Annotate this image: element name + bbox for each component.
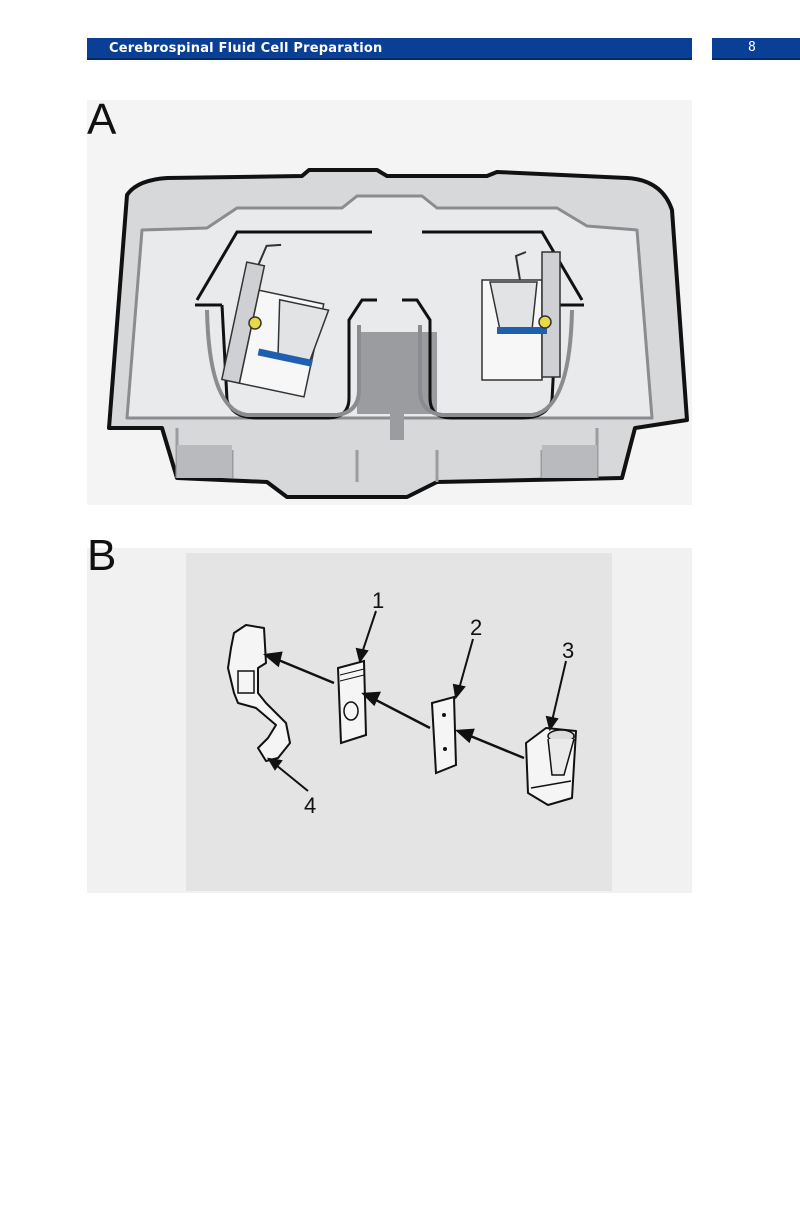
part-cytofunnel-3-cone xyxy=(547,738,575,776)
right-bucket-gray-wall xyxy=(418,309,574,417)
leader-3-head xyxy=(545,715,559,732)
assembly-arrows xyxy=(263,651,525,760)
left-filter-card-blue xyxy=(257,348,313,367)
rotor-bottom-shadow-right xyxy=(542,445,597,478)
leader-1-head xyxy=(355,647,369,664)
rotor-central-hub xyxy=(357,332,437,414)
leader-4-head xyxy=(267,757,283,771)
part-filter-card-2-hole-bottom xyxy=(443,747,447,751)
leader-2-head xyxy=(452,683,466,700)
callout-3: 3 xyxy=(562,638,574,663)
callout-2: 2 xyxy=(470,615,482,640)
panel-a-letter: A xyxy=(87,95,117,144)
callout-1: 1 xyxy=(372,588,384,613)
callout-4: 4 xyxy=(304,793,316,818)
right-clip-spring xyxy=(514,251,527,281)
right-filter-card-blue xyxy=(497,327,547,334)
leader-4 xyxy=(275,764,309,792)
left-clip-spring xyxy=(257,243,282,265)
leader-2 xyxy=(458,638,474,690)
left-indicator-dot-icon xyxy=(248,316,262,330)
left-cytofunnel-assembly xyxy=(220,243,330,398)
part-filter-card-2 xyxy=(430,695,458,775)
figure-b-panel xyxy=(186,553,612,891)
figure-a-rotor-diagram xyxy=(87,100,692,505)
header-title: Cerebrospinal Fluid Cell Preparation xyxy=(109,41,383,56)
rotor-hub-stem xyxy=(390,414,404,440)
header-bar: Cerebrospinal Fluid Cell Preparation xyxy=(87,38,692,60)
figure-b-assembly-diagram: 1 2 3 4 xyxy=(186,553,612,891)
callout-leaders xyxy=(267,610,567,792)
part-slide-1-label xyxy=(339,668,365,682)
leader-3 xyxy=(551,660,567,722)
arrow-2-to-1 xyxy=(373,697,431,730)
arrow-3-to-2 xyxy=(467,733,525,760)
right-indicator-dot-icon xyxy=(538,315,552,329)
arrow-2-to-1-head xyxy=(361,691,382,707)
part-filter-card-2-hole-top xyxy=(442,713,446,717)
right-clip xyxy=(541,251,561,378)
left-bucket-gray-wall xyxy=(205,309,361,417)
page-number-box: 8 xyxy=(712,38,800,60)
arrow-3-to-2-head xyxy=(454,728,475,744)
panel-b-letter: B xyxy=(87,531,117,580)
arrow-1-to-4-head xyxy=(263,651,283,668)
part-cytofunnel-3-base xyxy=(530,780,572,789)
leader-1 xyxy=(361,610,377,654)
part-clip-4-window xyxy=(237,670,255,694)
part-slide-1-circle xyxy=(343,701,359,721)
page-number: 8 xyxy=(748,40,756,55)
right-cytofunnel-assembly xyxy=(481,251,561,381)
arrow-1-to-4 xyxy=(275,657,335,685)
rotor-bottom-shadow-left xyxy=(177,445,232,478)
